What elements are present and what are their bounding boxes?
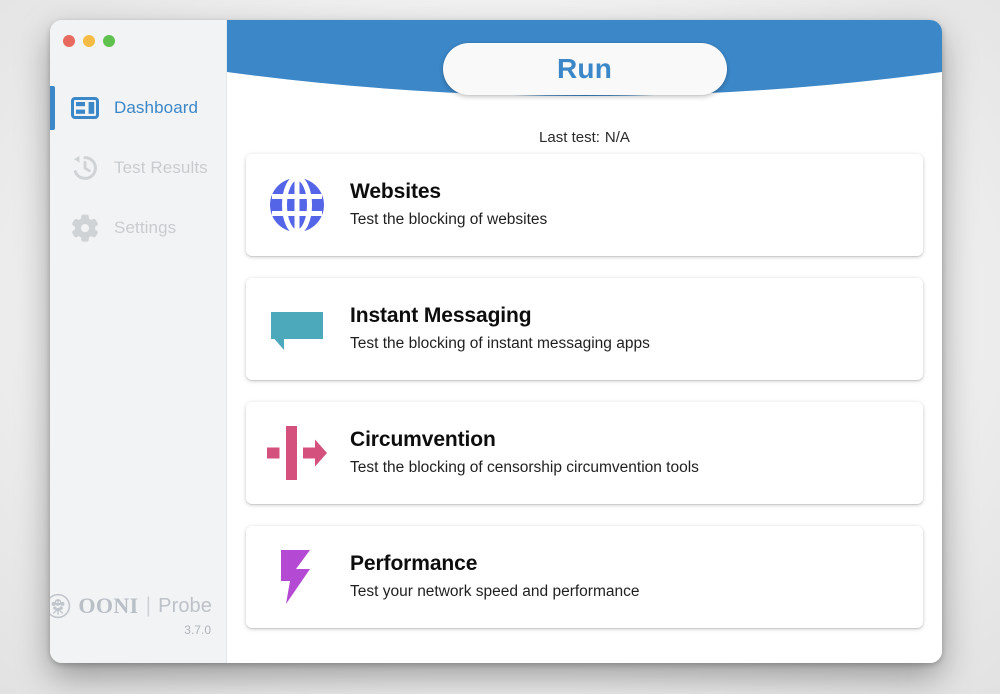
last-test-status: Last test:N/A — [227, 129, 942, 146]
card-title: Websites — [350, 180, 442, 204]
close-button[interactable] — [63, 35, 75, 47]
brand-separator: | — [145, 594, 152, 617]
sidebar-item-settings[interactable]: Settings — [50, 198, 226, 258]
sidebar-item-label: Settings — [114, 218, 177, 237]
card-instant-messaging[interactable]: Instant Messaging Test the blocking of i… — [246, 278, 923, 380]
lightning-bolt-icon — [266, 546, 328, 608]
card-description: Test the blocking of websites — [350, 211, 548, 229]
gear-icon — [70, 213, 100, 243]
sidebar-item-label: Dashboard — [114, 98, 199, 117]
history-clock-icon — [70, 153, 100, 183]
brand-name: OONI — [78, 593, 139, 618]
chat-bubble-icon — [266, 298, 328, 360]
minimize-button[interactable] — [83, 35, 95, 47]
last-test-value: N/A — [604, 129, 630, 146]
app-version: 3.7.0 — [184, 623, 211, 637]
test-cards-list: Websites Test the blocking of websites I… — [246, 154, 923, 628]
card-performance[interactable]: Performance Test your network speed and … — [246, 526, 923, 628]
card-title: Instant Messaging — [350, 304, 532, 328]
card-description: Test the blocking of censorship circumve… — [350, 459, 699, 477]
card-description: Test the blocking of instant messaging a… — [350, 335, 650, 353]
brand-product: Probe — [158, 594, 212, 617]
window-controls — [63, 35, 115, 47]
active-indicator — [50, 86, 55, 130]
maximize-button[interactable] — [103, 35, 115, 47]
sidebar-nav: Dashboard Test Results — [50, 78, 226, 258]
run-button[interactable]: Run — [442, 43, 727, 95]
app-window: Dashboard Test Results — [50, 20, 942, 663]
dashboard-icon — [70, 93, 100, 123]
main-content: Run Last test:N/A — [227, 20, 942, 663]
last-test-label: Last test: — [539, 129, 600, 146]
sidebar: Dashboard Test Results — [50, 20, 227, 663]
circumvention-arrow-icon — [266, 422, 328, 484]
card-websites[interactable]: Websites Test the blocking of websites — [246, 154, 923, 256]
sidebar-item-label: Test Results — [114, 158, 208, 177]
card-title: Circumvention — [350, 428, 496, 452]
ooni-probe-brand: OONI | Probe 3.7.0 — [50, 593, 212, 637]
card-circumvention[interactable]: Circumvention Test the blocking of censo… — [246, 402, 923, 504]
globe-icon — [266, 174, 328, 236]
card-title: Performance — [350, 552, 478, 576]
run-button-label: Run — [556, 53, 613, 84]
sidebar-item-dashboard[interactable]: Dashboard — [50, 78, 226, 138]
card-description: Test your network speed and performance — [350, 583, 640, 601]
ooni-octopus-icon — [50, 593, 71, 619]
sidebar-item-test-results[interactable]: Test Results — [50, 138, 226, 198]
